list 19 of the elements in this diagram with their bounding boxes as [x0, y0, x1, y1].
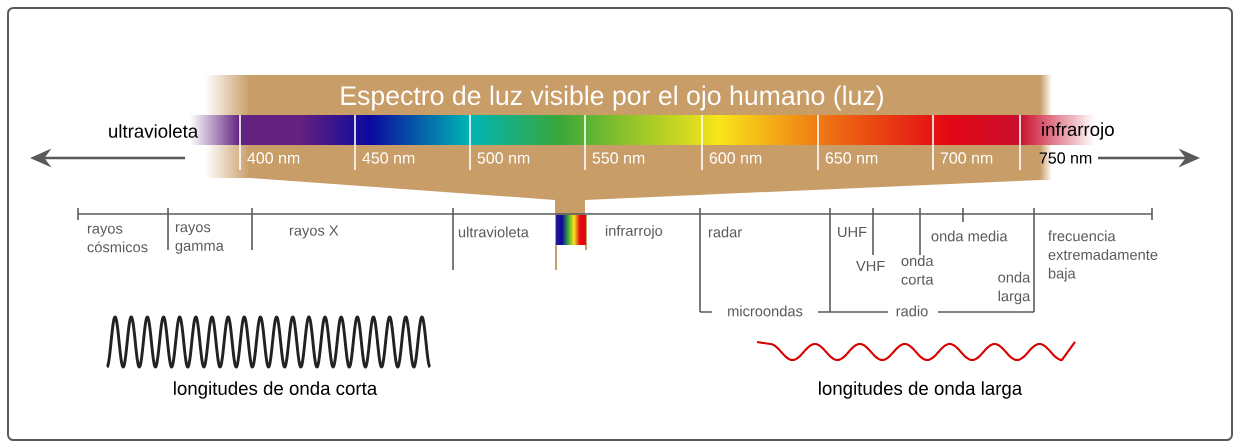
band-label: rayos gamma: [175, 224, 224, 254]
wavelength-label: 550 nm: [592, 152, 645, 164]
caption: longitudes de onda larga: [819, 381, 1023, 399]
band-label: onda larga: [998, 271, 1031, 305]
wavelength-label: 700 nm: [940, 152, 993, 164]
band-label: microondas: [721, 302, 809, 320]
band-label: onda media: [931, 230, 1008, 242]
band-label: rayos cósmicos: [87, 225, 148, 253]
wavelength-label: 500 nm: [477, 152, 530, 164]
wavelength-label: 400 nm: [247, 152, 300, 164]
caption: longitudes de onda corta: [174, 381, 378, 399]
wavelength-label: 450 nm: [362, 152, 415, 164]
band-label: VHF: [856, 260, 885, 272]
wavelength-label: 650 nm: [825, 152, 878, 164]
band-label: radio: [890, 302, 934, 320]
band-label: ultravioleta: [109, 124, 199, 138]
band-label: onda corta: [901, 255, 934, 285]
band-label: frecuencia extremadamente baja: [1048, 230, 1158, 282]
wavelength-label: 600 nm: [709, 152, 762, 164]
